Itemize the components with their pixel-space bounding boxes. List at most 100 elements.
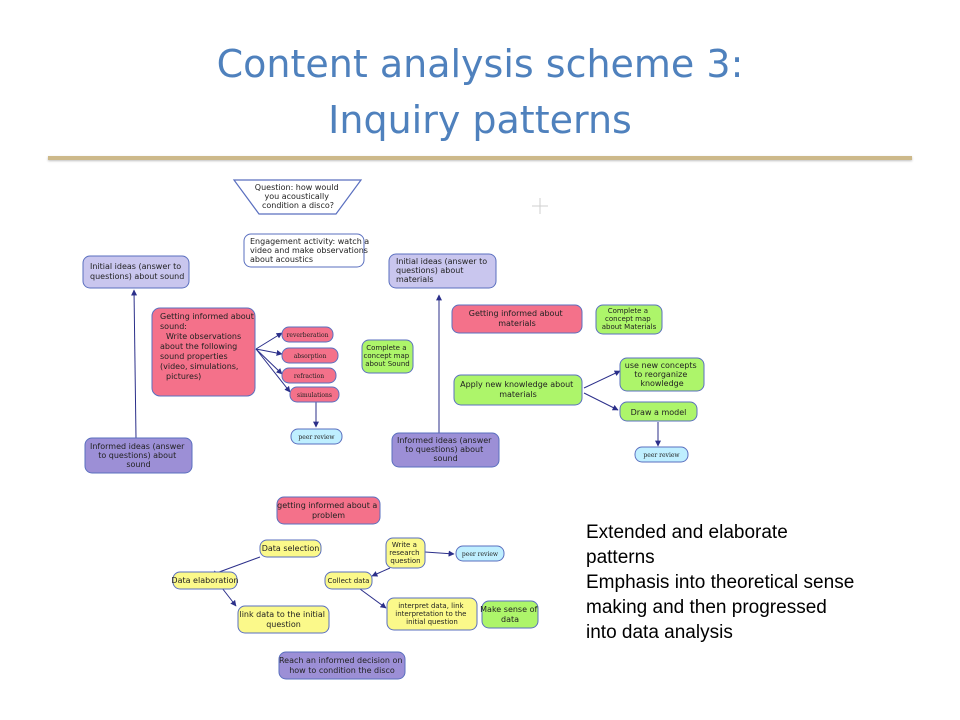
- node-reverberation: reverberation: [281, 326, 334, 343]
- svg-text:getting informed about a: getting informed about a problem: [277, 501, 380, 520]
- arrow-to-link-data: [221, 587, 237, 607]
- interpret-line-2: interpretation to the: [395, 610, 466, 618]
- informed-right-line-3: sound: [433, 454, 457, 463]
- getting-sound-line-6: (video, simulations,: [160, 362, 238, 371]
- svg-text:Informed ideas (answer t: Informed ideas (answer to questions) abo…: [397, 436, 494, 463]
- node-peer-review-3: peer review: [455, 545, 505, 562]
- svg-text:reverberation: reverberation: [287, 332, 329, 339]
- inquiry-diagram-top: Question: how would you acoustically con…: [80, 168, 880, 488]
- svg-text:Initial ideas (answer to: Initial ideas (answer to questions) abou…: [90, 262, 184, 281]
- node-concept-map-materials: Complete a concept map about Materials: [595, 304, 663, 335]
- svg-text:peer review: peer review: [462, 551, 499, 558]
- svg-text:Initial ideas (answer to: Initial ideas (answer to questions) abou…: [396, 257, 490, 284]
- side-note-line-1: Extended and elaborate: [586, 522, 788, 543]
- node-getting-informed-sound: Getting informed about sound: Write obse…: [151, 307, 256, 397]
- engagement-line-3: about acoustics: [250, 255, 313, 264]
- concept-sound-line-2: concept map: [364, 352, 410, 360]
- svg-text:simulations: simulations: [297, 392, 332, 399]
- getting-materials-line-2: materials: [498, 319, 536, 328]
- node-data-selection: Data selection: [259, 539, 322, 558]
- arrow-to-simulations: [255, 348, 291, 393]
- question-line-2: you acoustically: [264, 192, 329, 201]
- decision-line-2: how to condition the disco: [289, 666, 395, 675]
- svg-text:absorption: absorption: [294, 353, 327, 360]
- apply-line-1: Apply new knowledge about: [460, 380, 573, 389]
- node-getting-informed-materials: Getting informed about materials: [451, 304, 583, 334]
- getting-sound-line-7: pictures): [166, 372, 201, 381]
- initial-sound-line-2: questions) about sound: [90, 272, 184, 281]
- make-sense-line-1: Make sense of: [480, 605, 537, 614]
- engagement-line-1: Engagement activity: watch a: [250, 237, 369, 246]
- node-engagement: Engagement activity: watch a video and m…: [243, 233, 372, 268]
- arrow-to-draw-model: [583, 392, 619, 411]
- arrow-to-absorption: [255, 348, 283, 356]
- node-informed-ideas-left: Informed ideas (answer to questions) abo…: [84, 437, 193, 474]
- diagram-arrows: [131, 289, 661, 447]
- node-draw-model: Draw a model: [619, 401, 698, 422]
- write-question-line-1: Write a: [392, 541, 417, 549]
- initial-materials-line-1: Initial ideas (answer to: [396, 257, 487, 266]
- interpret-line-3: initial question: [406, 618, 458, 626]
- concept-materials-line-3: about Materials: [602, 323, 657, 331]
- node-initial-ideas-sound: Initial ideas (answer to questions) abou…: [82, 255, 190, 289]
- svg-text:Reach an informed decision on: Reach an informed decision on how to con…: [279, 656, 405, 675]
- svg-text:Informed ideas (answer t: Informed ideas (answer to questions) abo…: [90, 442, 187, 469]
- write-question-line-2: research: [389, 549, 419, 557]
- side-note-line-5: into data analysis: [586, 622, 733, 643]
- getting-sound-line-5: sound properties: [160, 352, 228, 361]
- getting-sound-line-3: Write observations: [166, 332, 241, 341]
- svg-text:peer review: peer review: [643, 452, 680, 459]
- arrow-to-interpret-data: [359, 588, 387, 609]
- node-collect-data: Collect data: [324, 571, 373, 590]
- svg-text:Complete a concept map: Complete a concept map about Materials: [602, 307, 657, 331]
- title-divider: [48, 156, 912, 160]
- node-make-sense: Make sense of data: [480, 600, 539, 629]
- problem-line-1: getting informed about a: [277, 501, 377, 510]
- concept-sound-line-1: Complete a: [366, 344, 406, 352]
- node-write-question: Write a research question: [385, 537, 426, 569]
- engagement-line-2: video and make observations: [250, 246, 368, 255]
- svg-text:Write a research q: Write a research question: [389, 541, 422, 565]
- node-peer-review-1: peer review: [290, 428, 343, 445]
- svg-text:refraction: refraction: [294, 373, 324, 380]
- getting-materials-line-1: Getting informed about: [469, 309, 563, 318]
- apply-line-2: materials: [499, 390, 537, 399]
- arrow-to-reverberation: [255, 332, 283, 350]
- svg-text:link data to the initial: link data to the initial question: [239, 610, 327, 629]
- node-apply-knowledge: Apply new knowledge about materials: [453, 374, 583, 406]
- initial-materials-line-2: questions) about: [396, 266, 463, 275]
- arrow-to-refraction: [255, 348, 283, 375]
- getting-sound-line-4: about the following: [160, 342, 237, 351]
- node-question: Question: how would you acoustically con…: [232, 179, 363, 215]
- svg-text:Question: how would you: Question: how would you acoustically con…: [255, 183, 341, 210]
- concept-materials-line-1: Complete a: [608, 307, 648, 315]
- node-absorption: absorption: [281, 347, 339, 364]
- informed-left-line-1: Informed ideas (answer: [90, 442, 185, 451]
- side-note-line-2: patterns: [586, 547, 655, 568]
- node-refraction: refraction: [281, 367, 337, 384]
- informed-left-line-3: sound: [126, 460, 150, 469]
- page-title-line2: Inquiry patterns: [328, 98, 632, 142]
- svg-text:Complete a concept map: Complete a concept map about Sound: [364, 344, 412, 368]
- node-interpret-data: interpret data, link interpretation to t…: [386, 597, 478, 631]
- interpret-line-1: interpret data, link: [398, 602, 464, 610]
- getting-sound-line-1: Getting informed about: [160, 312, 254, 321]
- arrow-to-peer-review-3: [424, 550, 455, 557]
- node-getting-informed-problem: getting informed about a problem: [276, 496, 381, 525]
- svg-text:Getting informed about m: Getting informed about materials: [469, 309, 565, 328]
- inquiry-diagram-bottom: getting informed about a problem Data se…: [160, 488, 560, 688]
- svg-text:Data elaboration: Data elaboration: [171, 576, 238, 585]
- svg-text:Getting informed about s: Getting informed about sound: Write obse…: [160, 312, 256, 381]
- svg-text:Engagement activity: watch a: Engagement activity: watch a video and m…: [250, 237, 372, 264]
- informed-right-line-1: Informed ideas (answer: [397, 436, 492, 445]
- node-use-new-concepts: use new concepts to reorganize knowledge: [619, 357, 705, 392]
- side-note-line-4: making and then progressed: [586, 597, 827, 618]
- node-link-data: link data to the initial question: [237, 605, 330, 634]
- make-sense-line-2: data: [501, 615, 519, 624]
- node-informed-ideas-right: Informed ideas (answer to questions) abo…: [391, 432, 500, 468]
- svg-text:interpret data, link int: interpret data, link interpretation to t…: [395, 602, 468, 626]
- use-concepts-line-3: knowledge: [640, 379, 683, 388]
- plus-icon: [532, 198, 548, 214]
- informed-right-line-2: to questions) about: [405, 445, 483, 454]
- svg-text:use new concepts to reor: use new concepts to reorganize knowledge: [625, 361, 699, 388]
